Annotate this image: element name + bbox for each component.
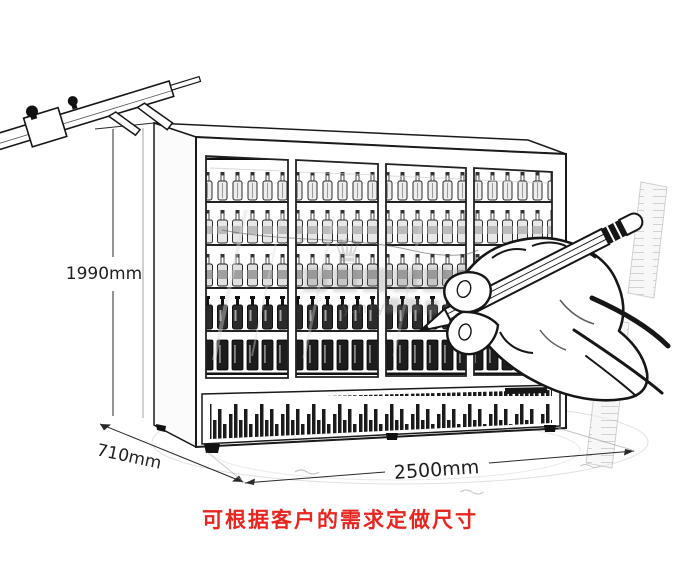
width-dimension-label: 2500mm — [393, 456, 480, 484]
height-dimension: 1990mm — [66, 122, 155, 418]
thumbnail — [458, 323, 472, 341]
hand-holding-pencil-illustration — [419, 212, 671, 402]
door-1-glass — [205, 155, 289, 379]
height-dimension-label: 1990mm — [66, 264, 142, 284]
watermark-url-text: y.hfy — [342, 299, 387, 317]
ventilation-grille — [201, 384, 561, 445]
thumb — [446, 310, 500, 356]
rating-label-plate — [504, 387, 548, 394]
customization-note: 可根据客户的需求定做尺寸 — [202, 508, 478, 532]
index-fingernail — [456, 279, 472, 299]
cooler-left-face — [153, 121, 197, 449]
crown-icon: ♛ — [331, 232, 363, 273]
wrist-lines — [572, 295, 671, 397]
vernier-caliper-illustration — [0, 75, 202, 155]
cooler-feet — [156, 424, 556, 453]
